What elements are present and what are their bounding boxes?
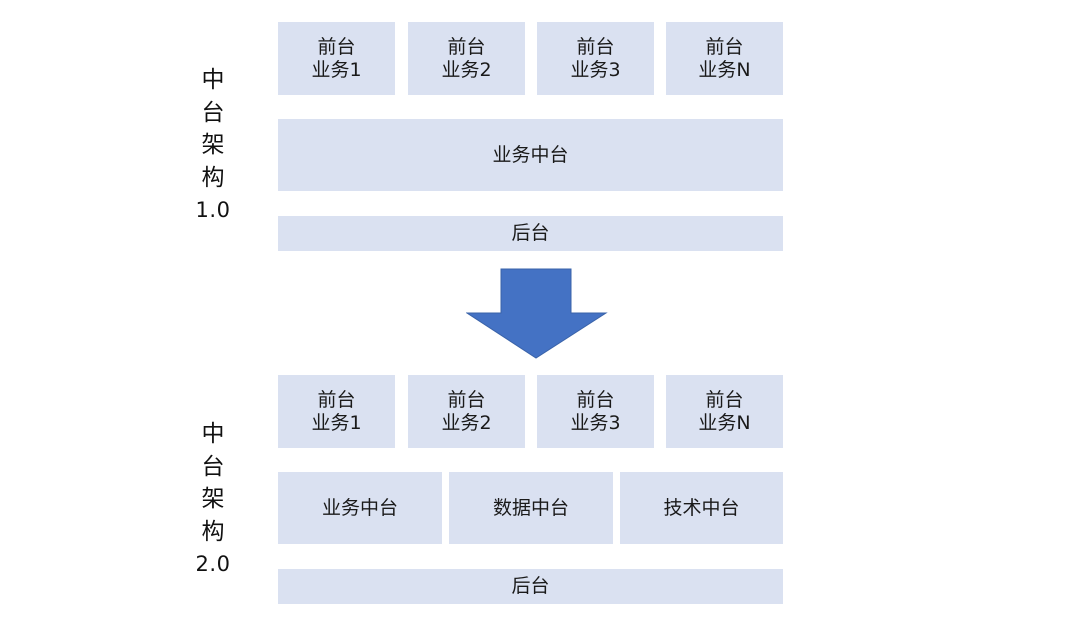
front-business-3-box: 前台 业务3: [537, 375, 654, 448]
front-business-1-box: 前台 业务1: [278, 22, 395, 95]
backend-label: 后台: [511, 575, 550, 597]
front-business-2-box: 前台 业务2: [408, 375, 525, 448]
backend-box: 后台: [278, 569, 783, 604]
middle-label: 业务中台: [321, 496, 398, 519]
front-business-1-box: 前台 业务1: [278, 375, 395, 448]
front-label: 前台: [317, 35, 356, 58]
business-label: 业务N: [698, 411, 751, 434]
front-label: 前台: [705, 388, 744, 411]
backend-label: 后台: [511, 222, 550, 244]
business-middle-platform-box: 业务中台: [278, 472, 442, 544]
front-label: 前台: [447, 35, 486, 58]
business-label: 业务2: [441, 58, 492, 81]
label-char: 台: [201, 99, 225, 126]
label-char: 台: [201, 453, 225, 480]
architecture-2-label: 中 台 架 构 2.0: [190, 418, 236, 581]
label-char: 中: [201, 67, 225, 93]
front-business-2-box: 前台 业务2: [408, 22, 525, 95]
front-business-n-box: 前台 业务N: [666, 22, 783, 95]
label-char: 中: [201, 421, 225, 447]
middle-label: 业务中台: [492, 143, 569, 166]
backend-box: 后台: [278, 216, 783, 251]
business-label: 业务2: [441, 411, 492, 434]
label-char: 架: [201, 132, 225, 158]
label-char: 构: [201, 164, 225, 191]
down-arrow-icon: [466, 268, 608, 359]
business-label: 业务1: [311, 411, 362, 434]
architecture-1-label: 中 台 架 构 1.0: [190, 64, 236, 227]
business-middle-platform-box: 业务中台: [278, 119, 783, 191]
front-business-3-box: 前台 业务3: [537, 22, 654, 95]
front-label: 前台: [705, 35, 744, 58]
middle-label: 技术中台: [663, 496, 740, 519]
front-business-n-box: 前台 业务N: [666, 375, 783, 448]
tech-middle-platform-box: 技术中台: [620, 472, 783, 544]
front-label: 前台: [317, 388, 356, 411]
data-middle-platform-box: 数据中台: [449, 472, 613, 544]
front-label: 前台: [576, 388, 615, 411]
middle-label: 数据中台: [492, 496, 569, 519]
business-label: 业务N: [698, 58, 751, 81]
label-char: 构: [201, 518, 225, 545]
version-label: 1.0: [195, 198, 231, 222]
business-label: 业务1: [311, 58, 362, 81]
business-label: 业务3: [570, 411, 621, 434]
business-label: 业务3: [570, 58, 621, 81]
front-label: 前台: [576, 35, 615, 58]
label-char: 架: [201, 486, 225, 512]
version-label: 2.0: [195, 552, 231, 576]
front-label: 前台: [447, 388, 486, 411]
